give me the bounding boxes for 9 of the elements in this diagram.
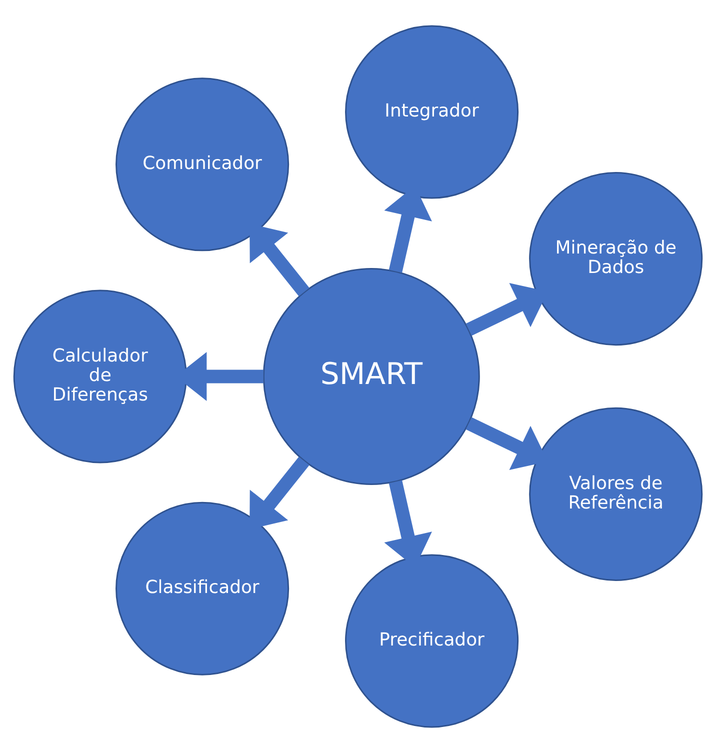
arrow bbox=[250, 456, 310, 529]
node-circle: Integrador bbox=[345, 24, 519, 198]
node-circle: Valores de Referência bbox=[529, 406, 703, 580]
node-circle: SMART bbox=[262, 268, 480, 484]
node-circle: Precificador bbox=[345, 554, 519, 728]
node-circle: Mineração de Dados bbox=[529, 172, 703, 346]
node-circle: Comunicador bbox=[116, 77, 290, 251]
node-circle: Classificador bbox=[116, 501, 290, 675]
node-circle: Calculador de Diferenças bbox=[13, 289, 187, 463]
